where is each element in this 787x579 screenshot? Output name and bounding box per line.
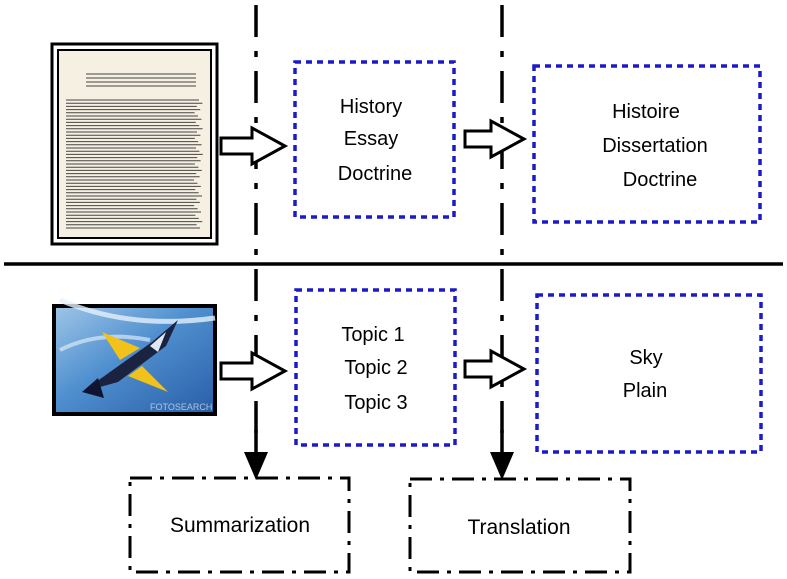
top-box-english xyxy=(293,60,456,219)
top-box-french xyxy=(532,64,762,224)
bottom-box-topics-line-1: Topic 1 xyxy=(341,324,404,346)
bottom-box-words-line-1: Sky xyxy=(629,347,662,369)
document-thumbnail xyxy=(50,42,219,246)
arrow-topics-to-words xyxy=(463,348,528,390)
bottom-box-words xyxy=(535,293,763,454)
down-arrow-translation xyxy=(490,430,514,480)
svg-text:FOTOSEARCH: FOTOSEARCH xyxy=(150,402,212,412)
summarization-box xyxy=(128,476,351,574)
summarization-label: Summarization xyxy=(170,514,310,537)
top-box-french-line-2: Dissertation xyxy=(602,135,708,157)
jet-icon xyxy=(82,320,178,398)
translation-box xyxy=(408,477,632,574)
arrow-photo-to-topics xyxy=(219,350,289,392)
bottom-box-topics-line-3: Topic 3 xyxy=(344,392,407,414)
down-arrow-summarization xyxy=(244,430,268,480)
top-box-french-line-1: Histoire xyxy=(612,101,680,123)
top-box-english-line-1: History xyxy=(340,96,402,118)
bottom-box-topics xyxy=(294,288,457,447)
top-box-english-line-2: Essay xyxy=(344,128,398,150)
bottom-box-words-line-2: Plain xyxy=(623,380,667,402)
jet-photo-thumbnail: FOTOSEARCH xyxy=(52,297,217,416)
top-box-english-line-3: Doctrine xyxy=(338,163,412,185)
arrow-en-to-fr xyxy=(463,118,528,160)
arrow-doc-to-topics xyxy=(219,125,289,167)
bottom-box-topics-line-2: Topic 2 xyxy=(344,357,407,379)
translation-label: Translation xyxy=(467,516,570,539)
top-box-french-line-3: Doctrine xyxy=(623,169,697,191)
